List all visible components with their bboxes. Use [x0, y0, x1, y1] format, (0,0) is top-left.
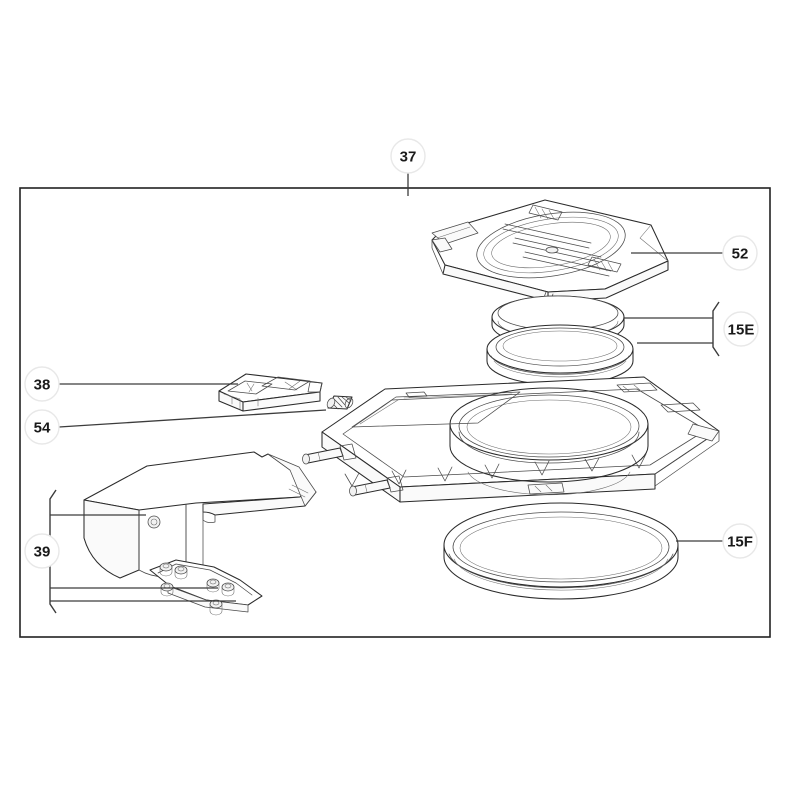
callout-54[interactable]: 54 — [24, 409, 327, 445]
part-lid-cover-plate — [431, 199, 669, 303]
bracket-screw-6 — [209, 599, 223, 616]
callout-54-circle — [24, 409, 60, 445]
callout-54-leader — [58, 409, 327, 428]
callout-15f[interactable]: 15F — [676, 523, 758, 559]
bracket-screw-2 — [174, 565, 188, 580]
bracket-screw-3 — [160, 582, 174, 597]
diagram-border — [19, 187, 771, 638]
part-hinge-cover-shroud — [83, 451, 317, 616]
callout-39-label: 39 — [34, 544, 51, 561]
callout-15e-bracket — [712, 301, 720, 357]
part-coil-spring — [326, 395, 354, 410]
callout-38[interactable]: 38 — [24, 366, 238, 402]
callout-37-circle — [390, 138, 426, 174]
part-assembly-frame — [302, 376, 720, 503]
callout-15f-circle — [722, 523, 758, 559]
callout-54-label: 54 — [34, 420, 51, 437]
bracket-screw-5 — [221, 582, 235, 597]
callout-15e[interactable]: 15E — [624, 301, 759, 357]
callout-52[interactable]: 52 — [631, 235, 758, 271]
callout-38-circle — [24, 366, 60, 402]
part-large-gasket-ring — [443, 502, 679, 600]
callout-38-label: 38 — [34, 377, 51, 394]
bracket-screw-1 — [159, 562, 173, 577]
callout-52-label: 52 — [732, 246, 749, 263]
part-seal-ring-pair — [486, 295, 634, 386]
callout-15f-label: 15F — [727, 534, 753, 551]
part-latch-slide-bar — [218, 373, 323, 412]
callout-52-circle — [722, 235, 758, 271]
callout-37-label: 37 — [400, 149, 417, 166]
callout-39[interactable]: 39 — [24, 489, 236, 614]
callout-39-circle — [24, 533, 60, 569]
callout-15e-circle — [723, 311, 759, 347]
callout-15e-label: 15E — [728, 322, 755, 339]
callout-37[interactable]: 37 — [390, 138, 426, 196]
